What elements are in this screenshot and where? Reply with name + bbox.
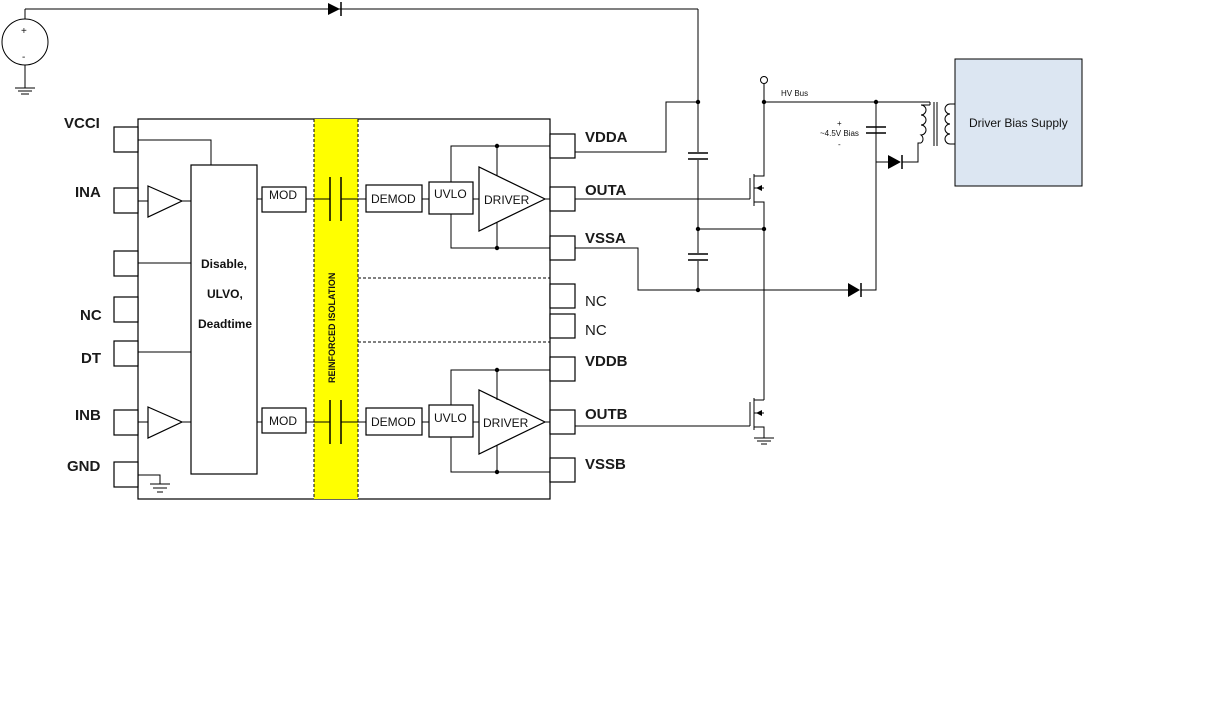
- voltage-source: + -: [1, 8, 698, 95]
- driver-amp-b-icon: [478, 389, 547, 455]
- bias-capacitor-icon: [688, 253, 708, 261]
- pin-nc1: [549, 283, 576, 309]
- pin-vcci: [113, 126, 139, 153]
- rectifier-diode-icon: [888, 155, 903, 169]
- bias-output-capacitor-icon: [866, 102, 886, 134]
- pin-gnd: [113, 461, 139, 488]
- pin-vssb: [549, 457, 576, 483]
- pin-label-vssa: VSSA: [585, 230, 626, 247]
- pin-label-vddb: VDDB: [585, 353, 628, 370]
- pin-label-nc2: NC: [585, 322, 607, 339]
- transformer-icon: [919, 102, 955, 146]
- pin-ina: [113, 187, 139, 214]
- mod-label-a: MOD: [269, 188, 297, 202]
- control-label-3: Deadtime: [198, 317, 252, 331]
- demod-block-a: [365, 184, 423, 213]
- bootstrap-capacitor-icon: [688, 152, 708, 160]
- driver-amp-a-icon: [478, 166, 547, 232]
- bootstrap-diode-icon: [328, 2, 342, 16]
- pin-label-outb: OUTB: [585, 406, 628, 423]
- low-side-mosfet-icon: [749, 398, 765, 438]
- pin-label-nc1: NC: [585, 293, 607, 310]
- pin-inb: [113, 409, 139, 436]
- mod-label-b: MOD: [269, 414, 297, 428]
- pin-outb: [549, 409, 576, 435]
- pin-vdda: [549, 133, 576, 159]
- pin-nc-left: [113, 296, 139, 323]
- driver-label-a: DRIVER: [484, 193, 530, 207]
- source-minus-label: -: [22, 52, 25, 63]
- bias-minus-label: -: [838, 140, 841, 149]
- input-buffer-a-icon: [147, 185, 184, 218]
- pin-vddb: [549, 356, 576, 382]
- ground-icon: [754, 437, 774, 445]
- high-side-mosfet-icon: [749, 172, 765, 229]
- pin-vssa: [549, 235, 576, 261]
- control-label-2: ULVO,: [207, 287, 243, 301]
- pin-label-outa: OUTA: [585, 182, 627, 199]
- pin-label-vdda: VDDA: [585, 129, 628, 146]
- pin-label-inb: INB: [75, 407, 101, 424]
- isolation-barrier: [314, 119, 358, 499]
- bias-plus-label: +: [837, 119, 842, 128]
- control-block: [190, 164, 258, 475]
- demod-label-b: DEMOD: [371, 415, 416, 429]
- pin-label-vcci: VCCI: [64, 115, 100, 132]
- uvlo-label-b: UVLO: [434, 411, 467, 425]
- input-buffer-b-icon: [147, 406, 184, 439]
- ground-icon: [150, 483, 170, 493]
- pin-unlabeled: [113, 250, 139, 277]
- pin-dt: [113, 340, 139, 367]
- uvlo-block-b: [428, 404, 474, 438]
- pin-nc2: [549, 313, 576, 339]
- bias-voltage-label: ~4.5V Bias: [820, 129, 859, 138]
- pin-outa: [549, 186, 576, 212]
- source-plus-label: +: [21, 26, 27, 37]
- ground-icon: [15, 87, 35, 95]
- driver-bias-supply-block: [954, 58, 1083, 187]
- demod-label-a: DEMOD: [371, 192, 416, 206]
- pin-label-nc: NC: [80, 307, 102, 324]
- right-pins: VDDA OUTA VSSA NC NC VDDB OUTB VSSB: [549, 129, 628, 483]
- control-label-1: Disable,: [201, 257, 247, 271]
- left-pins: VCCI INA NC DT INB GND: [64, 115, 139, 488]
- driver-bias-supply-label: Driver Bias Supply: [969, 116, 1068, 130]
- pin-label-gnd: GND: [67, 458, 101, 475]
- pin-label-ina: INA: [75, 184, 101, 201]
- hv-bus-label: HV Bus: [781, 89, 808, 98]
- isolation-label: REINFORCED ISOLATION: [327, 273, 337, 383]
- mod-block-b: [261, 407, 307, 434]
- bias-diode-icon: [848, 283, 862, 297]
- pin-label-vssb: VSSB: [585, 456, 626, 473]
- pin-label-dt: DT: [81, 350, 101, 367]
- uvlo-label-a: UVLO: [434, 187, 467, 201]
- uvlo-block-a: [428, 181, 474, 215]
- driver-label-b: DRIVER: [483, 416, 529, 430]
